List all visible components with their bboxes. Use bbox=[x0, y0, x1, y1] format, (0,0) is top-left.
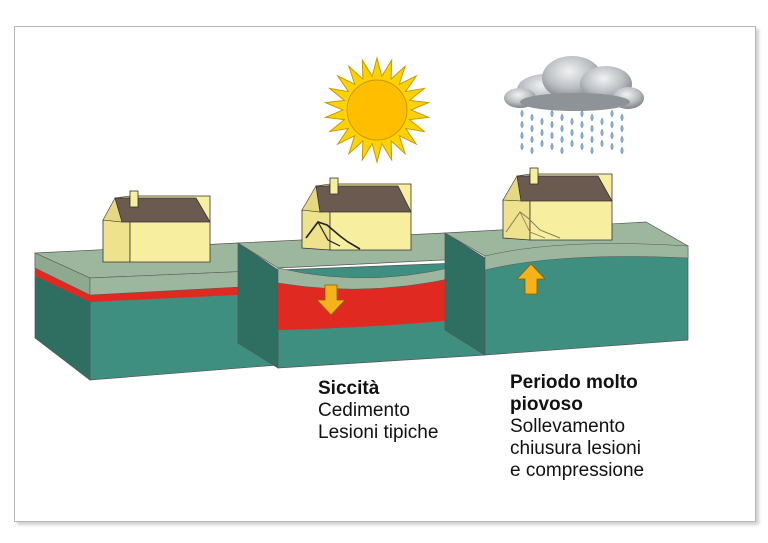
soil-block-rainy bbox=[443, 167, 690, 356]
up-arrow-icon bbox=[516, 263, 546, 295]
soil-block-drought bbox=[236, 177, 487, 369]
rain-line-2: chiusura lesioni bbox=[510, 438, 641, 459]
rain-cloud-icon bbox=[504, 56, 644, 155]
sun-icon bbox=[323, 56, 431, 164]
drought-title: Siccità bbox=[318, 378, 380, 399]
house-normal bbox=[102, 190, 211, 263]
soil-block-normal bbox=[34, 190, 280, 381]
rain-title-2: piovoso bbox=[510, 394, 583, 415]
house-lifted bbox=[502, 167, 613, 241]
house-cracked bbox=[301, 177, 412, 251]
down-arrow-icon bbox=[316, 284, 346, 316]
drought-line-1: Cedimento bbox=[318, 400, 410, 421]
rain-line-3: e compressione bbox=[510, 460, 645, 481]
drought-line-2: Lesioni tipiche bbox=[318, 422, 439, 443]
rain-caption: Periodo molto piovoso Sollevamento chius… bbox=[510, 372, 644, 482]
drought-caption: Siccità Cedimento Lesioni tipiche bbox=[318, 378, 438, 444]
rain-title-1: Periodo molto bbox=[510, 372, 638, 393]
rain-line-1: Sollevamento bbox=[510, 416, 626, 437]
